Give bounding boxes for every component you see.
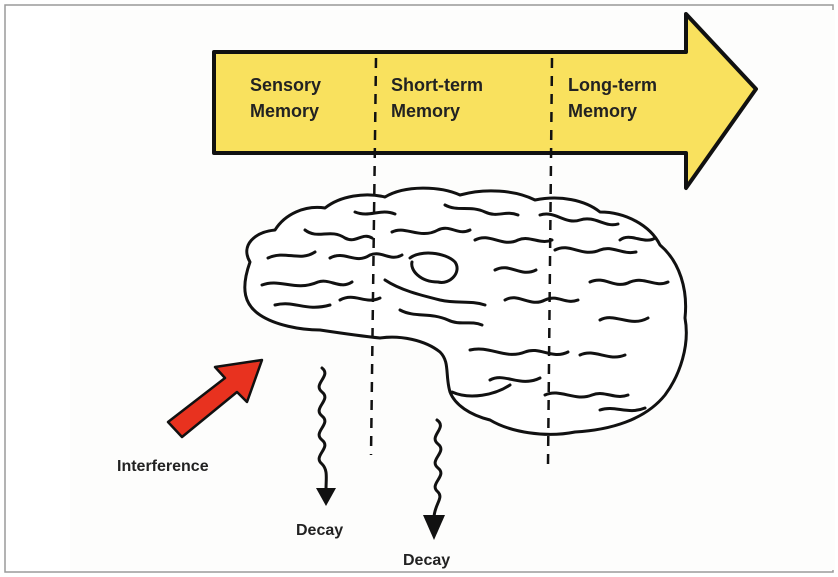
interference-label: Interference [117,458,209,475]
stage-label-long-term: Long-term [568,75,657,95]
stage-label-long-term-line2: Memory [568,101,637,121]
decay-label-2: Decay [403,552,450,569]
stage-label-short-term: Short-term [391,75,483,95]
decay-label-1: Decay [296,522,343,539]
stage-label-sensory-line2: Memory [250,101,319,121]
stage-label-sensory: Sensory [250,75,321,95]
stage-label-short-term-line2: Memory [391,101,460,121]
